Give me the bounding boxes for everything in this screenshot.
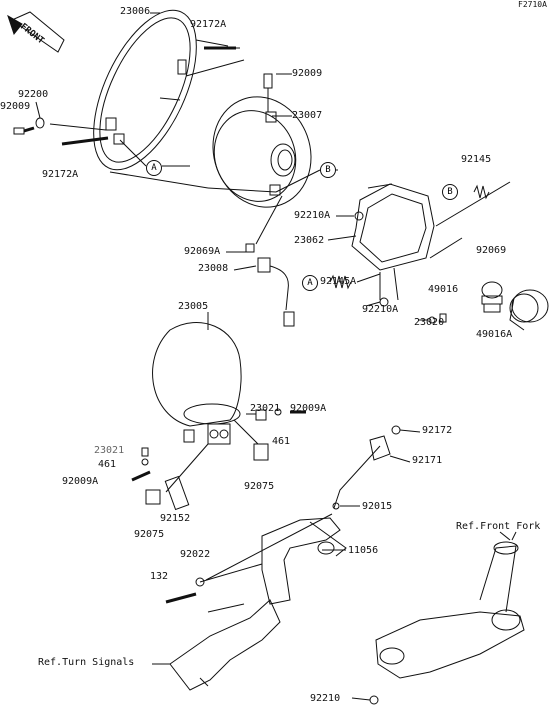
callout-a-rim: A xyxy=(146,160,162,176)
harness-23008-drawing xyxy=(245,195,295,327)
part-92210: 92210 xyxy=(310,693,341,704)
washer-461-right-drawing xyxy=(274,408,282,416)
part-49016: 49016 xyxy=(428,284,459,295)
washer-92015-drawing xyxy=(332,502,340,510)
bushing-92075-right-drawing xyxy=(253,443,269,461)
part-92022: 92022 xyxy=(180,549,211,560)
callout-b-unit: B xyxy=(320,162,336,178)
headlight-unit-drawing xyxy=(212,73,312,208)
part-92009a-left: 92009A xyxy=(62,476,99,487)
diagram-code: F2710A xyxy=(518,0,547,9)
screw-92009-left-drawing xyxy=(13,126,35,135)
part-23020: 23020 xyxy=(414,317,445,328)
turn-signal-stay-drawing xyxy=(169,599,281,691)
part-92152: 92152 xyxy=(160,513,191,524)
part-11056: 11056 xyxy=(348,545,379,556)
collar-23021-right-drawing xyxy=(255,409,267,421)
part-92200: 92200 xyxy=(18,89,49,100)
headlight-rim-drawing xyxy=(93,9,240,171)
part-92069: 92069 xyxy=(476,245,507,256)
washer-461-left-drawing xyxy=(141,458,149,466)
part-49016a: 49016A xyxy=(476,329,513,340)
front-arrow-icon xyxy=(7,11,65,53)
part-92145a: 92145A xyxy=(320,276,357,287)
part-23005: 23005 xyxy=(178,301,209,312)
part-132: 132 xyxy=(150,571,169,582)
bolt-132-drawing xyxy=(165,592,197,604)
nut-92210-drawing xyxy=(369,695,379,705)
part-461-right: 461 xyxy=(272,436,291,447)
part-92009a-right: 92009A xyxy=(290,403,327,414)
part-92172a-left: 92172A xyxy=(42,169,79,180)
clip-49016-drawing xyxy=(439,313,447,323)
washer-92022-drawing xyxy=(195,577,205,587)
part-92172: 92172 xyxy=(422,425,453,436)
nut-23020-drawing xyxy=(428,316,436,324)
part-92210a-top: 92210A xyxy=(294,210,331,221)
part-461-left: 461 xyxy=(98,459,117,470)
bracket-23062-drawing xyxy=(351,181,511,301)
washer-92200-drawing xyxy=(35,117,45,129)
screw-92172a-left-drawing xyxy=(49,123,109,146)
bushing-92075-left-drawing xyxy=(145,489,161,505)
part-92210a-bottom: 92210A xyxy=(362,304,399,315)
part-23008: 23008 xyxy=(198,263,229,274)
part-92009-top: 92009 xyxy=(292,68,323,79)
part-92075-right: 92075 xyxy=(244,481,275,492)
front-fork-drawing xyxy=(375,531,525,679)
ref-turn-signals: Ref.Turn Signals xyxy=(38,657,135,668)
part-23062: 23062 xyxy=(294,235,325,246)
cover-49016a-drawing xyxy=(509,289,549,331)
part-92075-left: 92075 xyxy=(134,529,165,540)
collar-92152-drawing xyxy=(164,475,190,511)
part-92172a-top: 92172A xyxy=(190,19,227,30)
spring-92145-drawing xyxy=(473,184,490,200)
part-23006: 23006 xyxy=(120,6,151,17)
part-92009-left: 92009 xyxy=(0,101,31,112)
screw-92172a-top-drawing xyxy=(185,46,245,77)
collar-23021-left-drawing xyxy=(141,447,149,457)
part-23021-left: 23021 xyxy=(94,445,125,456)
bulb-92069-drawing xyxy=(481,281,503,313)
callout-a-bracket: A xyxy=(302,275,318,291)
part-92015: 92015 xyxy=(362,501,393,512)
part-23021-right: 23021 xyxy=(250,403,281,414)
part-92171: 92171 xyxy=(412,455,443,466)
spring-92145a-drawing xyxy=(329,273,381,290)
part-23007: 23007 xyxy=(292,110,323,121)
nut-92210a-top-drawing xyxy=(354,211,364,221)
stay-bracket-drawing xyxy=(261,425,401,605)
callout-b-bracket: B xyxy=(442,184,458,200)
bolt-92009a-left-drawing xyxy=(131,470,151,482)
headlight-housing-drawing xyxy=(152,321,242,445)
ref-front-fork: Ref.Front Fork xyxy=(456,521,541,532)
part-92145: 92145 xyxy=(461,154,492,165)
part-92069a: 92069A xyxy=(184,246,221,257)
